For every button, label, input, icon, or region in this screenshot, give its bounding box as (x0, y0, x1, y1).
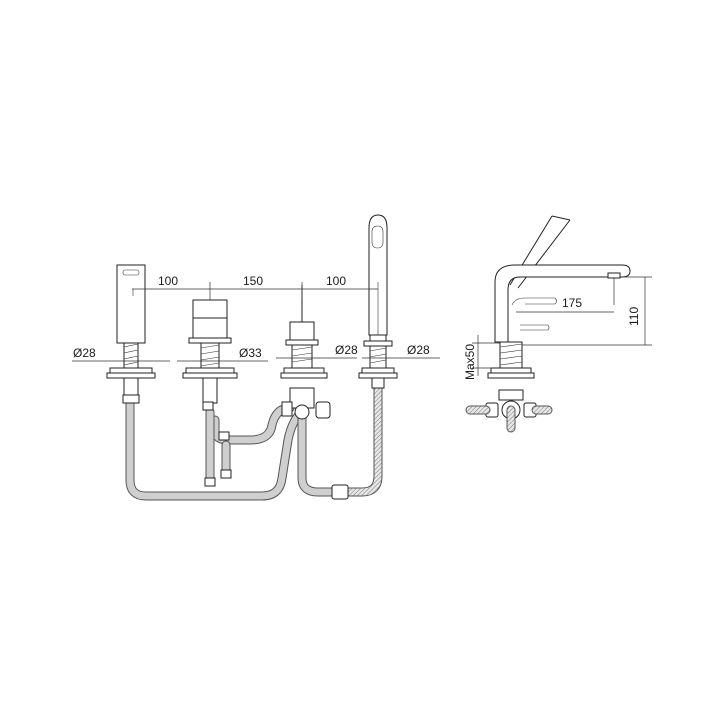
dim-diameter-handshower: Ø28 (407, 343, 430, 357)
dim-height: 110 (627, 307, 641, 326)
dim-reach: 175 (562, 296, 582, 310)
dim-diameter-diverter: Ø28 (335, 343, 358, 357)
spout-assembly (106, 264, 156, 404)
valve-assembly (182, 299, 238, 487)
dim-spacing-2: 150 (243, 274, 263, 288)
dim-diameter-valve: Ø33 (239, 346, 262, 360)
front-dimensions: 100 150 100 Ø28 Ø33 Ø28 Ø28 (72, 274, 440, 362)
dim-spacing-1: 100 (158, 274, 178, 288)
diverter-assembly (280, 285, 349, 500)
handshower-assembly (358, 214, 398, 389)
dim-deck-thickness: Max50 (463, 344, 477, 380)
dim-diameter-spout: Ø28 (73, 346, 96, 360)
side-view: 175 110 Max50 (463, 215, 652, 433)
hoses (125, 381, 383, 501)
dim-spacing-3: 100 (326, 274, 346, 288)
